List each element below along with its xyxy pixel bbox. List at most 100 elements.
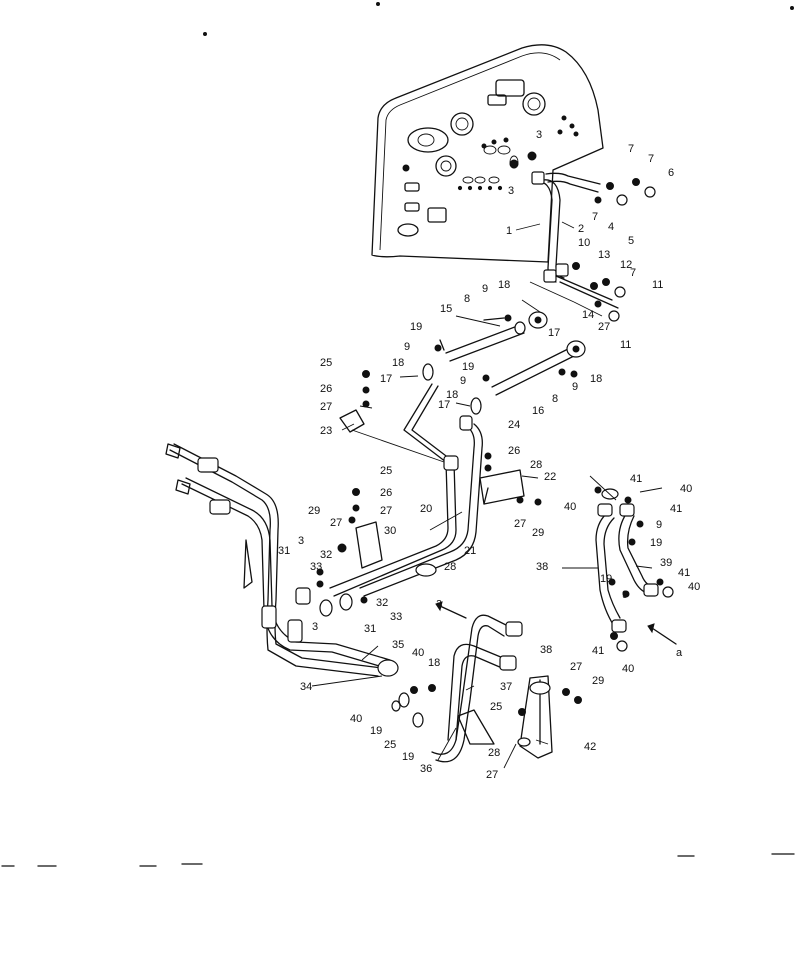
callout-label: 17 <box>548 327 560 339</box>
callout-label: 26 <box>320 383 332 395</box>
callout-label: 25 <box>384 739 396 751</box>
callout-label: 28 <box>530 459 542 471</box>
upper-pipes <box>531 171 619 309</box>
callout-label: 8 <box>552 393 558 405</box>
callout-label: 4 <box>608 221 614 233</box>
callout-label: 40 <box>688 581 700 593</box>
callout-label: 39 <box>660 557 672 569</box>
callout-label: 28 <box>444 561 456 573</box>
callout-label: 41 <box>670 503 682 515</box>
callouts: 3 3 7 7 6 7 4 5 1 2 10 13 12 7 11 18 8 9… <box>278 129 700 781</box>
callout-label: 14 <box>582 309 594 321</box>
callout-label: 18 <box>498 279 510 291</box>
callout-label: 18 <box>590 373 602 385</box>
callout-label: 29 <box>532 527 544 539</box>
callout-label: 25 <box>320 357 332 369</box>
callout-label: 9 <box>482 283 488 295</box>
callout-label: 25 <box>380 465 392 477</box>
callout-label: 37 <box>500 681 512 693</box>
callout-label: 31 <box>278 545 290 557</box>
callout-label: 34 <box>300 681 312 693</box>
instrument-panel <box>371 44 604 263</box>
callout-label: 27 <box>320 401 332 413</box>
brackets <box>339 409 525 569</box>
callout-label: 29 <box>308 505 320 517</box>
callout-label: 9 <box>656 519 662 531</box>
callout-label: 17 <box>380 373 392 385</box>
pipes-36-37 <box>431 614 553 763</box>
callout-label: 20 <box>420 503 432 515</box>
callout-label: 9 <box>404 341 410 353</box>
callout-label: 33 <box>310 561 322 573</box>
callout-label: 18 <box>392 357 404 369</box>
pipes-15-16 <box>445 311 586 396</box>
callout-label: 3 <box>298 535 304 547</box>
callout-label: 5 <box>628 235 634 247</box>
callout-label: 32 <box>320 549 332 561</box>
callout-label: 27 <box>570 661 582 673</box>
callout-label: 36 <box>420 763 432 775</box>
callout-label: 10 <box>578 237 590 249</box>
callout-label: 41 <box>592 645 604 657</box>
callout-label: 41 <box>630 473 642 485</box>
callout-label: 19 <box>600 573 612 585</box>
edge-marks <box>1 2 795 867</box>
direction-arrows <box>435 601 677 645</box>
pipes-20-21 <box>329 383 483 597</box>
callout-label: 17 <box>438 399 450 411</box>
callout-label: 2 <box>578 223 584 235</box>
callout-label: 40 <box>412 647 424 659</box>
callout-label: 8 <box>464 293 470 305</box>
callout-label: 18 <box>428 657 440 669</box>
callout-label: 11 <box>620 339 631 351</box>
callout-label: 19 <box>370 725 382 737</box>
pipes-38-39 <box>595 503 659 633</box>
callout-label: 27 <box>598 321 610 333</box>
callout-label: 12 <box>620 259 632 271</box>
callout-label: 27 <box>330 517 342 529</box>
callout-label: 24 <box>508 419 520 431</box>
callout-label: 19 <box>410 321 422 333</box>
callout-label: 16 <box>532 405 544 417</box>
callout-label: 18 <box>446 389 458 401</box>
callout-label: 3 <box>508 185 514 197</box>
callout-label: 3 <box>536 129 542 141</box>
callout-label: 27 <box>486 769 498 781</box>
callout-label: 32 <box>376 597 388 609</box>
callout-label: 31 <box>364 623 376 635</box>
callout-label: 42 <box>584 741 596 753</box>
callout-label: 41 <box>678 567 690 579</box>
callout-label: 1 <box>506 225 512 237</box>
callout-label: 38 <box>540 644 552 656</box>
callout-label: 25 <box>490 701 502 713</box>
callout-label: 15 <box>440 303 452 315</box>
callout-label: 19 <box>650 537 662 549</box>
callout-label: 19 <box>402 751 414 763</box>
callout-label: 19 <box>462 361 474 373</box>
callout-label: 9 <box>460 375 466 387</box>
callout-label: a <box>676 647 683 659</box>
callout-label: a <box>436 597 443 609</box>
callout-label: 11 <box>652 279 663 291</box>
callout-label: 27 <box>514 518 526 530</box>
callout-label: 28 <box>488 747 500 759</box>
callout-label: 40 <box>680 483 692 495</box>
callout-label: 7 <box>592 211 598 223</box>
callout-label: 29 <box>592 675 604 687</box>
pipes-34-35 <box>165 443 399 677</box>
callout-label: 7 <box>630 267 636 279</box>
callout-label: 23 <box>320 425 332 437</box>
leader-lines <box>311 221 663 769</box>
callout-label: 22 <box>544 471 556 483</box>
callout-label: 3 <box>312 621 318 633</box>
callout-label: 9 <box>572 381 578 393</box>
callout-label: 26 <box>508 445 520 457</box>
callout-label: 13 <box>598 249 610 261</box>
callout-label: 7 <box>628 143 634 155</box>
callout-label: 9 <box>622 589 628 601</box>
callout-label: 21 <box>464 545 476 557</box>
callout-label: 27 <box>380 505 392 517</box>
callout-label: 33 <box>390 611 402 623</box>
callout-label: 40 <box>350 713 362 725</box>
